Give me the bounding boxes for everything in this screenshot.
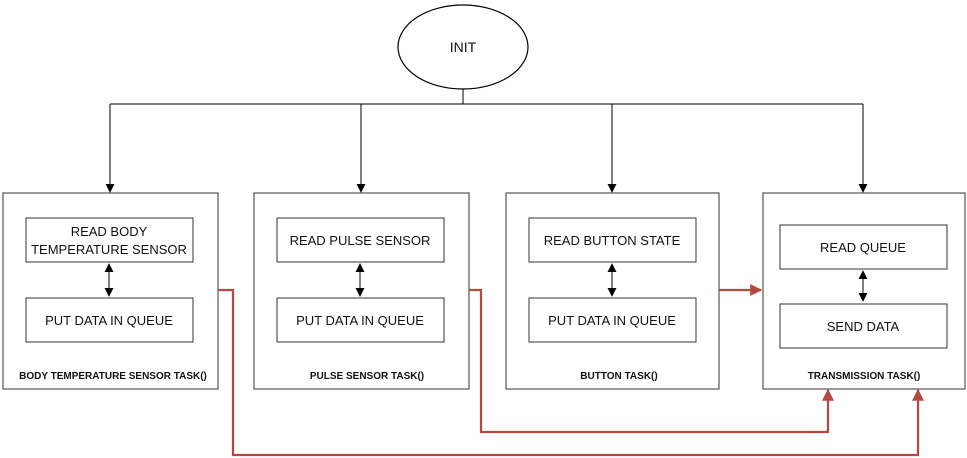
step-label: TEMPERATURE SENSOR (31, 242, 187, 257)
step-box (25, 217, 194, 263)
step-box (779, 303, 948, 349)
task-label: BUTTON TASK() (580, 371, 657, 382)
step-box (276, 297, 445, 343)
task-pulse-sensor: READ PULSE SENSOR PUT DATA IN QUEUE PULS… (253, 192, 470, 390)
task-button: READ BUTTON STATE PUT DATA IN QUEUE BUTT… (505, 192, 720, 390)
step-label: READ BODY (71, 224, 148, 239)
init-node: INIT (397, 4, 529, 90)
pulse-to-transmission-flow (469, 288, 834, 434)
step-label: PUT DATA IN QUEUE (45, 313, 173, 328)
task-body-temperature: READ BODY TEMPERATURE SENSOR PUT DATA IN… (2, 192, 219, 390)
init-distribution (105, 89, 868, 193)
step-label: READ BUTTON STATE (544, 233, 681, 248)
task-transmission: READ QUEUE SEND DATA TRANSMISSION TASK() (762, 192, 966, 390)
step-label: READ PULSE SENSOR (290, 233, 431, 248)
step-box (25, 297, 194, 343)
init-label: INIT (450, 39, 477, 55)
body-temp-to-transmission-flow (218, 288, 924, 457)
step-box (276, 217, 445, 263)
task-box (762, 192, 966, 390)
step-label: PUT DATA IN QUEUE (548, 313, 676, 328)
task-label: BODY TEMPERATURE SENSOR TASK() (19, 371, 207, 382)
step-label: PUT DATA IN QUEUE (296, 313, 424, 328)
step-box (528, 297, 697, 343)
step-label: SEND DATA (827, 319, 900, 334)
step-label: READ QUEUE (820, 240, 906, 255)
task-label: TRANSMISSION TASK() (808, 371, 921, 382)
step-box (779, 224, 948, 270)
task-label: PULSE SENSOR TASK() (310, 371, 424, 382)
step-box (528, 217, 697, 263)
data-flow-lines (218, 284, 924, 457)
